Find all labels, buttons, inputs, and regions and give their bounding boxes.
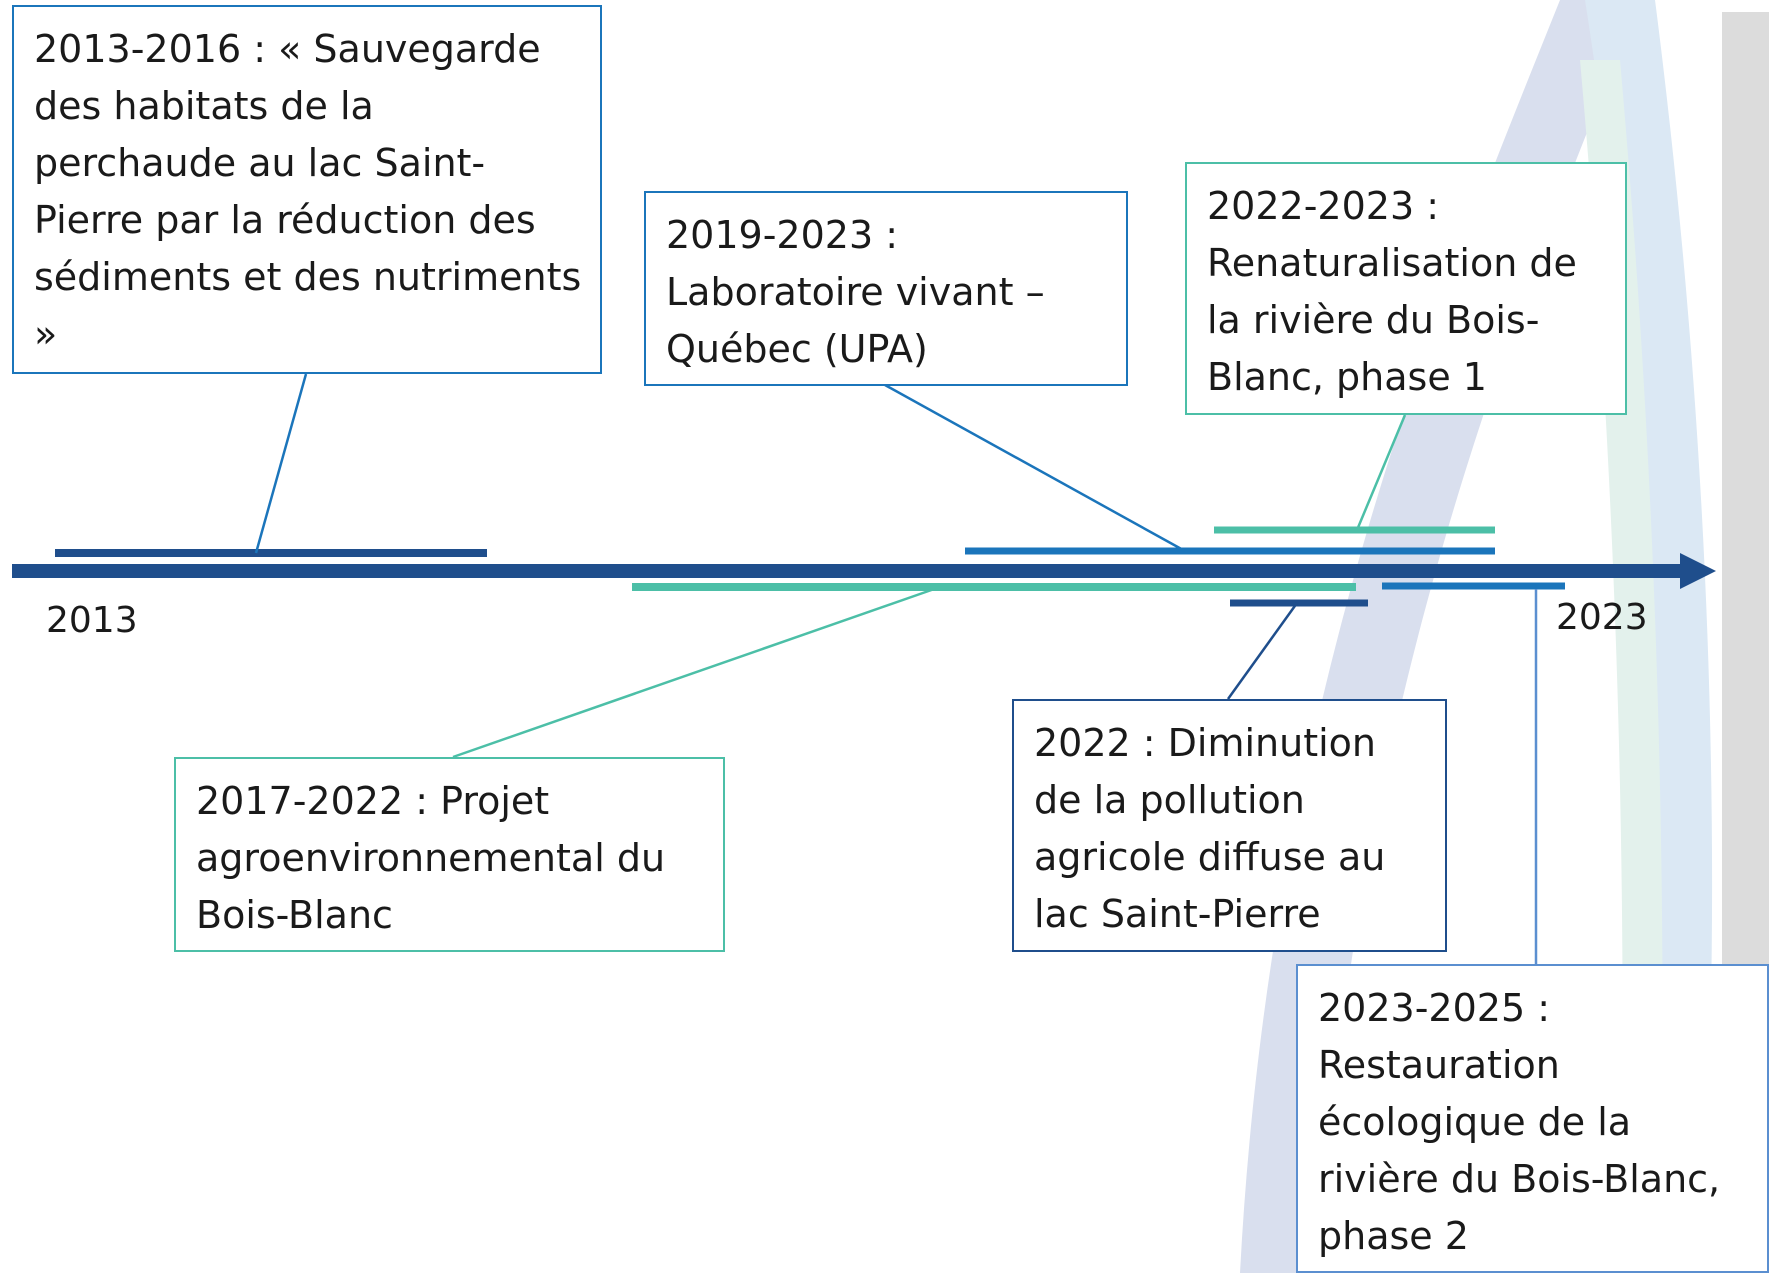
axis-end-label: 2023 xyxy=(1556,597,1648,638)
connector-2022-2023 xyxy=(1355,414,1407,531)
event-box-laboratoire: 2019-2023 : Laboratoire vivant – Québec … xyxy=(644,191,1128,386)
ribbon-blue xyxy=(1240,0,1640,1273)
event-box-restauration: 2023-2025 : Restauration écologique de l… xyxy=(1296,964,1769,1273)
event-box-renaturalisation: 2022-2023 : Renaturalisation de la riviè… xyxy=(1185,162,1627,415)
connector-2013-2016 xyxy=(254,373,308,554)
connector-2019-2023 xyxy=(884,383,1186,553)
event-box-pollution: 2022 : Diminution de la pollution agrico… xyxy=(1012,699,1447,952)
event-box-agroenvironnemental: 2017-2022 : Projet agroenvironnemental d… xyxy=(174,757,725,952)
axis-start-label: 2013 xyxy=(46,600,138,641)
connector-2022 xyxy=(1226,602,1299,700)
timeline-arrowhead xyxy=(1680,553,1716,589)
event-box-perchaude: 2013-2016 : « Sauvegarde des habitats de… xyxy=(12,5,602,374)
connector-2017-2022 xyxy=(452,585,941,759)
